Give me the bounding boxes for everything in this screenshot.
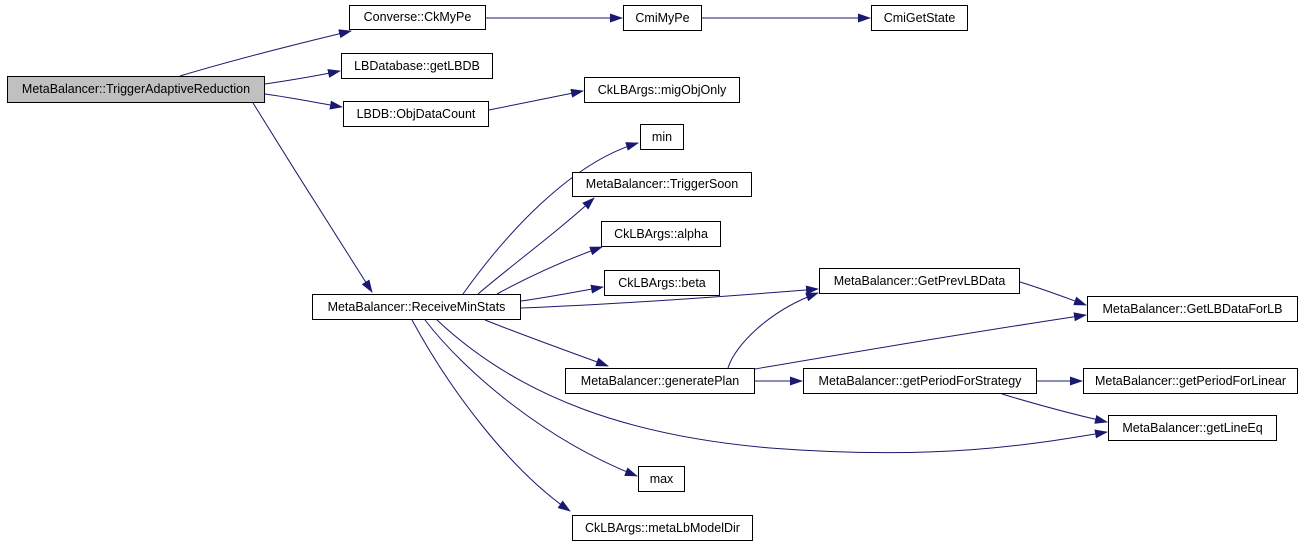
node-cmigetstate[interactable]: CmiGetState	[871, 5, 968, 31]
edge-receiveminstats-beta	[520, 284, 604, 302]
edge-getperiodforstrategy-getlineeq	[1001, 393, 1108, 424]
edge-receiveminstats-generateplan	[484, 319, 609, 367]
node-beta[interactable]: CkLBArgs::beta	[604, 270, 720, 296]
edge-receiveminstats-getprevlbdata	[520, 285, 819, 309]
edge-receiveminstats-max	[424, 319, 638, 477]
node-max[interactable]: max	[638, 466, 685, 492]
node-metalbmodeldir[interactable]: CkLBArgs::metaLbModelDir	[572, 515, 753, 541]
node-triggersoon[interactable]: MetaBalancer::TriggerSoon	[572, 172, 752, 197]
node-alpha[interactable]: CkLBArgs::alpha	[601, 221, 721, 247]
edge-receiveminstats-alpha	[496, 246, 603, 295]
node-objdatacount[interactable]: LBDB::ObjDataCount	[343, 101, 489, 127]
edge-receiveminstats-metalbmodeldir	[411, 319, 571, 512]
node-getperiodforlinear[interactable]: MetaBalancer::getPeriodForLinear	[1083, 368, 1298, 394]
edge-trigger-receiveminstats	[252, 102, 373, 293]
edge-generateplan-getprevlbdata	[727, 292, 819, 369]
node-generateplan[interactable]: MetaBalancer::generatePlan	[565, 368, 755, 394]
node-getlbdataforlb[interactable]: MetaBalancer::GetLBDataForLB	[1087, 296, 1298, 322]
edge-receiveminstats-getlineeq	[436, 319, 1108, 454]
node-getperiodforstrategy[interactable]: MetaBalancer::getPeriodForStrategy	[803, 368, 1037, 394]
edge-generateplan-getlbdataforlb	[754, 312, 1087, 370]
edge-receiveminstats-triggersoon	[477, 197, 595, 295]
node-getlbdb[interactable]: LBDatabase::getLBDB	[341, 53, 493, 79]
node-migobjonly[interactable]: CkLBArgs::migObjOnly	[584, 77, 740, 103]
node-getlineeq[interactable]: MetaBalancer::getLineEq	[1108, 415, 1277, 441]
edge-receiveminstats-min	[462, 142, 639, 295]
node-getprevlbdata[interactable]: MetaBalancer::GetPrevLBData	[819, 268, 1020, 294]
node-min[interactable]: min	[640, 124, 684, 150]
edge-objdatacount-migobjonly	[488, 88, 584, 111]
node-ckmype[interactable]: Converse::CkMyPe	[349, 5, 486, 30]
edge-getprevlbdata-getlbdataforlb	[1019, 281, 1087, 306]
edge-trigger-getlbdb	[264, 69, 341, 85]
node-cmimype[interactable]: CmiMyPe	[623, 5, 702, 31]
node-trigger[interactable]: MetaBalancer::TriggerAdaptiveReduction	[7, 76, 265, 103]
node-receiveminstats[interactable]: MetaBalancer::ReceiveMinStats	[312, 294, 521, 320]
edge-trigger-objdatacount	[264, 93, 343, 110]
edge-trigger-ckmype	[179, 29, 352, 77]
